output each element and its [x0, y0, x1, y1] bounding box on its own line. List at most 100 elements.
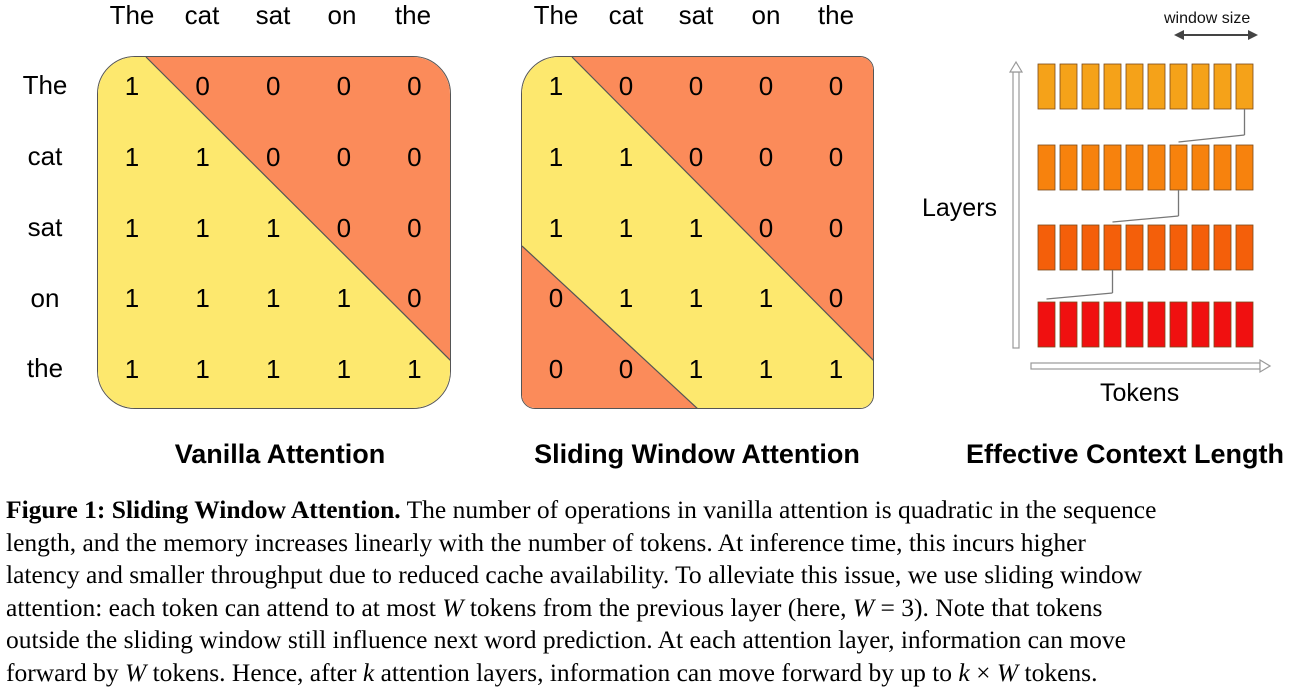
- token-block: [1191, 63, 1210, 110]
- matrix-cell: 0: [828, 141, 844, 172]
- matrix-cell: 0: [548, 283, 564, 314]
- matrix-cell: 1: [124, 283, 140, 314]
- diagonal-line-upper: [571, 57, 873, 361]
- matrix-cell: 1: [548, 141, 564, 172]
- token-block: [1081, 63, 1100, 110]
- token-block: [1235, 144, 1254, 191]
- token-block: [1213, 224, 1232, 271]
- caption-line: latency and smaller throughput due to re…: [6, 560, 1143, 590]
- var-w: W: [996, 657, 1019, 687]
- tokens-axis: [1030, 362, 1261, 370]
- token-block: [1125, 63, 1144, 110]
- sliding-col-label: on: [751, 0, 781, 30]
- caption-text: tokens.: [1024, 657, 1098, 687]
- matrix-cell: 1: [688, 212, 704, 243]
- caption-text: = 3). Note that tokens: [880, 592, 1103, 622]
- caption-line: attention: each token can attend to at m…: [6, 592, 1310, 625]
- tokens-axis-label: Tokens: [1100, 379, 1180, 407]
- matrix-cell: 0: [618, 71, 634, 101]
- token-block: [1213, 63, 1232, 110]
- matrix-cell: 1: [195, 354, 210, 385]
- token-block: [1213, 144, 1232, 191]
- token-block: [1125, 144, 1144, 191]
- token-block: [1103, 301, 1122, 348]
- matrix-cell: 1: [758, 283, 774, 314]
- token-block: [1081, 144, 1100, 191]
- matrix-cell: 1: [618, 212, 634, 243]
- sliding-matrix-shading: [522, 57, 873, 408]
- caption-text: tokens from the previous layer (here,: [469, 592, 847, 622]
- token-block: [1235, 301, 1254, 348]
- row-label: the: [26, 353, 64, 383]
- token-block: [1037, 301, 1056, 348]
- token-block: [1169, 301, 1188, 348]
- matrix-cell: 1: [407, 354, 422, 385]
- matrix-cell: 0: [407, 283, 422, 314]
- matrix-cell: 1: [548, 212, 564, 243]
- caption-text: forward by: [6, 657, 119, 687]
- matrix-cell: 0: [407, 141, 422, 172]
- token-block: [1059, 144, 1078, 191]
- row-label: on: [30, 283, 60, 313]
- token-block: [1125, 224, 1144, 271]
- matrix-cell: 0: [336, 71, 352, 101]
- token-block: [1235, 224, 1254, 271]
- token-block: [1081, 224, 1100, 271]
- connection-line: [1046, 292, 1113, 300]
- token-block: [1125, 301, 1144, 348]
- matrix-cell: 1: [124, 212, 140, 243]
- token-block: [1147, 63, 1166, 110]
- caption-line: length, and the memory increases linearl…: [6, 527, 1086, 557]
- caption-text: tokens. Hence, after: [152, 657, 357, 687]
- matrix-cell: 1: [758, 354, 774, 385]
- var-w: W: [852, 592, 875, 622]
- token-block: [1169, 63, 1188, 110]
- matrix-cell: 0: [758, 141, 774, 172]
- caption-text: The number of operations in vanilla atte…: [406, 495, 1157, 524]
- token-block: [1147, 224, 1166, 271]
- attend-region: [98, 57, 450, 408]
- token-block: [1191, 301, 1210, 348]
- matrix-cell: 1: [124, 354, 140, 385]
- matrix-cell: 0: [828, 283, 844, 314]
- token-block: [1147, 144, 1166, 191]
- window-size-label: window size: [1164, 10, 1251, 27]
- token-block: [1191, 224, 1210, 271]
- matrix-cell: 0: [618, 354, 634, 385]
- caption-label: Figure 1: Sliding Window Attention.: [6, 495, 401, 524]
- row-label: sat: [27, 212, 63, 242]
- context-svg: [1008, 30, 1272, 374]
- attend-region: [522, 57, 873, 408]
- sliding-col-label: sat: [678, 0, 714, 30]
- vanilla-col-label: The: [109, 0, 155, 30]
- matrix-cell: 1: [336, 283, 352, 314]
- vanilla-col-label: the: [394, 0, 432, 30]
- matrix-cell: 1: [336, 354, 352, 385]
- token-block: [1037, 224, 1056, 271]
- token-block: [1169, 144, 1188, 191]
- token-block: [1103, 224, 1122, 271]
- var-k: k: [362, 657, 375, 687]
- matrix-cell: 1: [548, 71, 564, 101]
- caption-text: attention: each token can attend to at m…: [6, 592, 436, 622]
- matrix-cell: 0: [758, 71, 774, 101]
- matrix-cell: 1: [195, 283, 210, 314]
- matrix-cell: 1: [618, 283, 634, 314]
- matrix-cell: 1: [688, 283, 704, 314]
- matrix-cell: 1: [688, 354, 704, 385]
- layers-axis-label: Layers: [922, 194, 998, 222]
- matrix-cell: 1: [265, 212, 281, 243]
- token-block: [1059, 63, 1078, 110]
- token-block: [1081, 301, 1100, 348]
- matrix-cell: 0: [265, 71, 281, 101]
- arrow-head-left: [1174, 30, 1184, 40]
- token-block: [1213, 301, 1232, 348]
- matrix-cell: 0: [548, 354, 564, 385]
- row-label: The: [22, 70, 68, 100]
- matrix-cell: 1: [195, 212, 210, 243]
- caption-line: Figure 1: Sliding Window Attention. The …: [6, 494, 1310, 527]
- token-block: [1169, 224, 1188, 271]
- matrix-cell: 1: [828, 354, 844, 385]
- caption-line: outside the sliding window still influen…: [6, 625, 1126, 655]
